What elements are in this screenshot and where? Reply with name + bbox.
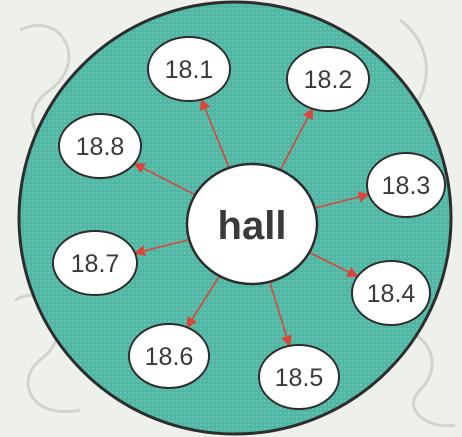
node-label: 18.2 bbox=[304, 66, 353, 94]
node-18-6: 18.6 bbox=[128, 323, 210, 389]
arrow-to-18-1 bbox=[200, 98, 230, 169]
arrow-to-18-4 bbox=[308, 251, 359, 278]
node-bubble bbox=[351, 260, 431, 326]
node-18-4: 18.4 bbox=[351, 260, 431, 326]
arrow-to-18-8 bbox=[133, 162, 196, 196]
node-bubble bbox=[366, 152, 446, 218]
node-bubble bbox=[52, 230, 138, 296]
arrows bbox=[133, 98, 370, 347]
node-18-2: 18.2 bbox=[286, 46, 370, 112]
node-bubble bbox=[128, 323, 210, 389]
center-bubble bbox=[185, 162, 319, 286]
node-label: 18.4 bbox=[367, 280, 416, 308]
node-18-5: 18.5 bbox=[258, 344, 340, 410]
arrow-to-18-6 bbox=[186, 275, 221, 329]
arrow-to-18-3 bbox=[314, 191, 370, 209]
node-bubble bbox=[58, 113, 142, 179]
node-label: 18.5 bbox=[275, 364, 324, 392]
node-label: 18.6 bbox=[145, 343, 194, 371]
node-bubble bbox=[286, 46, 370, 112]
outer-nodes: 18.1 18.2 18.3 18.4 18.5 18.6 18.7 18.8 bbox=[52, 36, 446, 410]
node-label: 18.1 bbox=[165, 56, 214, 84]
arrow-to-18-7 bbox=[133, 238, 190, 257]
center-label: hall bbox=[218, 204, 287, 248]
arrow-to-18-5 bbox=[268, 281, 292, 347]
node-label: 18.3 bbox=[382, 172, 431, 200]
node-18-7: 18.7 bbox=[52, 230, 138, 296]
node-18-3: 18.3 bbox=[366, 152, 446, 218]
node-18-1: 18.1 bbox=[147, 36, 231, 102]
node-bubble bbox=[258, 344, 340, 410]
node-18-8: 18.8 bbox=[58, 113, 142, 179]
center-node: hall bbox=[185, 162, 319, 286]
arrow-to-18-2 bbox=[279, 107, 314, 171]
node-bubble bbox=[147, 36, 231, 102]
node-label: 18.8 bbox=[76, 133, 125, 161]
node-label: 18.7 bbox=[71, 250, 120, 278]
